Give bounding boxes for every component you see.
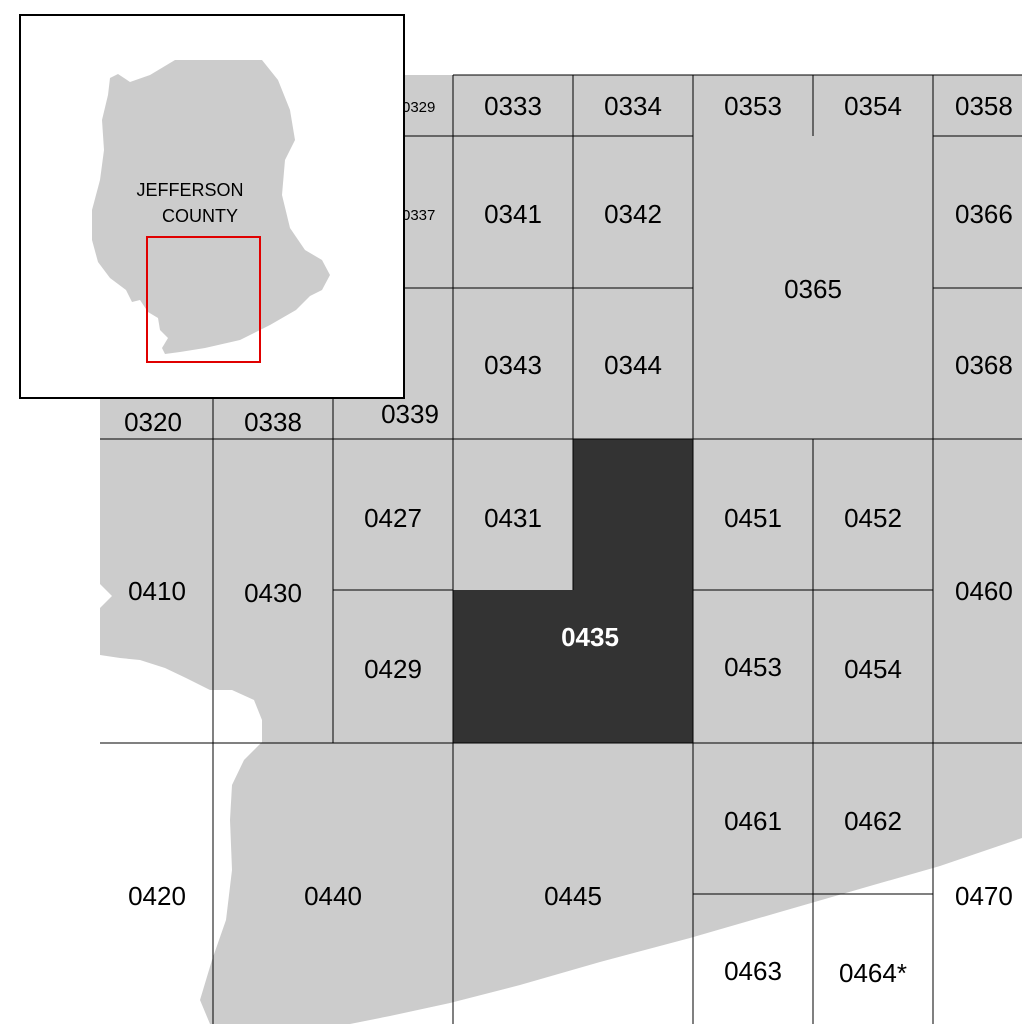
panel-label-0320[interactable]: 0320 bbox=[124, 407, 182, 437]
county-shape bbox=[92, 60, 330, 354]
panel-label-0461[interactable]: 0461 bbox=[724, 806, 782, 836]
panel-label-0368[interactable]: 0368 bbox=[955, 350, 1013, 380]
panel-label-0427[interactable]: 0427 bbox=[364, 503, 422, 533]
panel-label-0429[interactable]: 0429 bbox=[364, 654, 422, 684]
panel-labels: 0329 0333 0334 0353 0354 0358 0337 0341 … bbox=[124, 91, 1013, 988]
panel-label-0440[interactable]: 0440 bbox=[304, 881, 362, 911]
panel-label-0451[interactable]: 0451 bbox=[724, 503, 782, 533]
panel-label-0366[interactable]: 0366 bbox=[955, 199, 1013, 229]
panel-label-0445[interactable]: 0445 bbox=[544, 881, 602, 911]
panel-label-0420[interactable]: 0420 bbox=[128, 881, 186, 911]
panel-label-0353[interactable]: 0353 bbox=[724, 91, 782, 121]
panel-label-0344[interactable]: 0344 bbox=[604, 350, 662, 380]
panel-label-0435[interactable]: 0435 bbox=[561, 622, 619, 652]
panel-label-0460[interactable]: 0460 bbox=[955, 576, 1013, 606]
panel-label-0337[interactable]: 0337 bbox=[402, 207, 435, 224]
panel-grid-lines bbox=[100, 74, 1022, 1024]
panel-label-0410[interactable]: 0410 bbox=[128, 576, 186, 606]
panel-label-0462[interactable]: 0462 bbox=[844, 806, 902, 836]
panel-label-0341[interactable]: 0341 bbox=[484, 199, 542, 229]
panel-label-0338[interactable]: 0338 bbox=[244, 407, 302, 437]
panel-label-0454[interactable]: 0454 bbox=[844, 654, 902, 684]
selected-panel-0435[interactable] bbox=[453, 439, 693, 743]
panel-label-0342[interactable]: 0342 bbox=[604, 199, 662, 229]
panel-label-0333[interactable]: 0333 bbox=[484, 91, 542, 121]
inset-locator-map: JEFFERSON COUNTY bbox=[19, 14, 405, 399]
panel-label-0365[interactable]: 0365 bbox=[784, 274, 842, 304]
county-label-line1: JEFFERSON bbox=[136, 180, 243, 200]
county-label-line2: COUNTY bbox=[162, 206, 238, 226]
panel-label-0464[interactable]: 0464* bbox=[839, 958, 907, 988]
panel-label-0453[interactable]: 0453 bbox=[724, 652, 782, 682]
panel-label-0452[interactable]: 0452 bbox=[844, 503, 902, 533]
panel-label-0354[interactable]: 0354 bbox=[844, 91, 902, 121]
panel-label-0430[interactable]: 0430 bbox=[244, 578, 302, 608]
panel-label-0339[interactable]: 0339 bbox=[381, 399, 439, 429]
panel-label-0329[interactable]: 0329 bbox=[402, 99, 435, 116]
panel-label-0343[interactable]: 0343 bbox=[484, 350, 542, 380]
inset-extent-box bbox=[146, 236, 261, 363]
panel-label-0463[interactable]: 0463 bbox=[724, 956, 782, 986]
panel-label-0431[interactable]: 0431 bbox=[484, 503, 542, 533]
panel-label-0358[interactable]: 0358 bbox=[955, 91, 1013, 121]
panel-label-0334[interactable]: 0334 bbox=[604, 91, 662, 121]
panel-label-0470[interactable]: 0470 bbox=[955, 881, 1013, 911]
